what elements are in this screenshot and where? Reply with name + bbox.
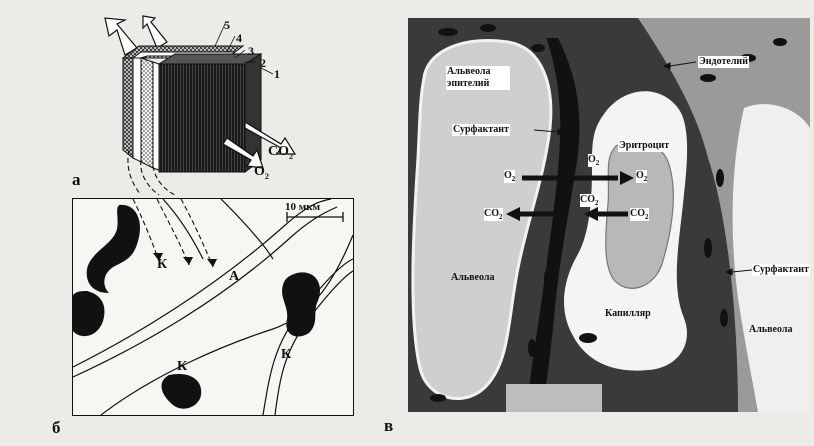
septum [526,38,580,412]
gray-bar [506,384,602,412]
capillary-label-3: К [281,347,292,362]
capillary-label-2: К [177,359,188,374]
layer-4-number: 4 [236,31,242,45]
arrow-out-left [104,17,138,56]
micrograph-panel: 10 мкм К А К К [72,198,354,416]
membrane-layers-diagram [104,15,297,195]
micrograph-drawing [73,199,353,415]
arrow-o2 [222,137,264,169]
panel-letter-b: б [52,418,61,437]
alveolus-left [411,39,553,400]
alveolar-wall-panel: Альвеола эпителий Эндотелий Сурфактант Э… [408,18,810,412]
erythrocyte-blob-3 [282,272,321,337]
label-surfactant-left: Сурфактант [452,124,510,136]
o2-label: O2 [254,164,269,181]
layer-1-side [244,53,262,173]
label-capillary: Капилляр [604,308,652,320]
alveolus-label: А [229,269,240,284]
layer-1-top [157,53,263,65]
layer-2-number: 2 [260,56,266,70]
label-alveola-left: Альвеола [450,272,496,284]
layer-5-number: 5 [224,18,230,32]
arrow-co2-exchange-right [584,207,628,221]
co2-label: CO2 [268,144,293,161]
gas-co2-right: CO2 [630,208,649,221]
gas-co2-mid: CO2 [580,194,599,207]
layer-1-front [158,63,246,173]
layer-2-side [152,61,160,171]
erythrocyte-blob-2 [73,291,105,337]
arrow-o2-exchange [522,171,634,185]
gas-o2-right: O2 [636,170,648,183]
arrow-co2 [244,120,297,155]
layer-3-side [140,57,154,169]
label-endothelium: Эндотелий [698,56,749,68]
label-alveola-right: Альвеола [748,324,794,336]
arrow-out-right [142,15,168,49]
scale-bar-label: 10 мкм [285,201,321,213]
gas-co2-left: CO2 [484,208,503,221]
layer-1-number: 1 [274,67,280,81]
layer-5-side [122,57,134,160]
label-alveola-epithelium: Альвеола эпителий [446,66,510,90]
gas-o2-mid: O2 [588,154,600,167]
panel-letter-v: в [384,416,394,435]
label-surfactant-right: Сурфактант [752,264,810,276]
layer-4-side [132,57,142,163]
arrow-co2-exchange-left [506,207,568,221]
erythrocyte-blob-4 [161,373,202,409]
diffusion-paths [127,149,176,195]
scale-bar [286,212,344,222]
label-erythrocyte: Эритроцит [618,140,671,152]
gas-o2-left: O2 [504,170,516,183]
erythrocyte-blob-1 [86,204,141,293]
panel-v-leaders [533,61,753,276]
layer-leaders [214,23,274,75]
panel-letter-a: а [72,170,81,189]
layer-3-number: 3 [248,44,254,58]
capillary-label-1: К [157,257,168,272]
